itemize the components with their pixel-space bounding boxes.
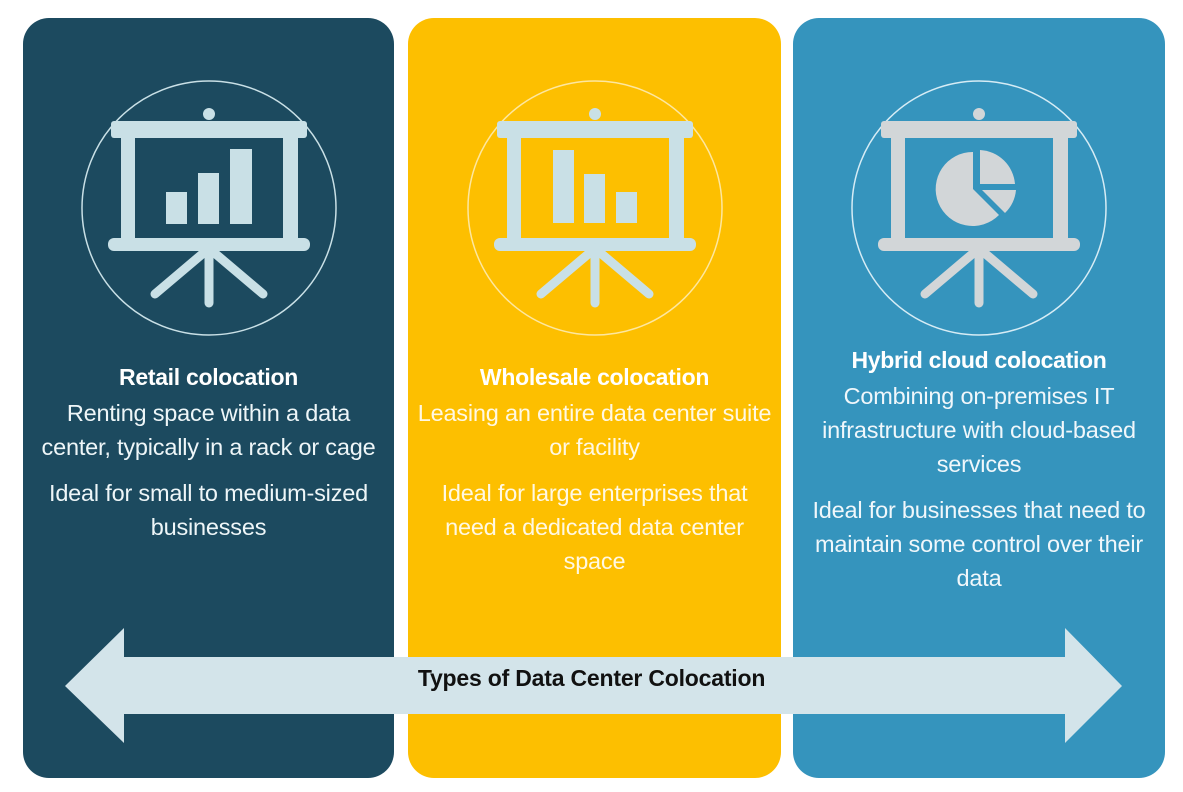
- hybrid-text-block: Hybrid cloud colocation Combining on-pre…: [793, 345, 1165, 607]
- card-ideal-for: Ideal for large enterprises that need a …: [441, 480, 748, 574]
- card-description: Leasing an entire data center suite or f…: [417, 400, 772, 460]
- card-ideal-for: Ideal for small to medium-sized business…: [48, 480, 368, 540]
- wholesale-text-block: Wholesale colocation Leasing an entire d…: [408, 362, 781, 590]
- card-title: Wholesale colocation: [479, 364, 710, 390]
- card-hybrid-cloud-colocation: Hybrid cloud colocation Combining on-pre…: [793, 18, 1165, 778]
- card-description: Combining on-premises IT infrastructure …: [822, 383, 1136, 477]
- card-wholesale-colocation: Wholesale colocation Leasing an entire d…: [408, 18, 781, 778]
- presentation-pie-chart-icon: [849, 78, 1109, 338]
- card-title: Hybrid cloud colocation: [851, 347, 1107, 373]
- card-description: Renting space within a data center, typi…: [41, 400, 376, 460]
- retail-text-block: Retail colocation Renting space within a…: [23, 362, 394, 556]
- card-retail-colocation: Retail colocation Renting space within a…: [23, 18, 394, 778]
- card-title: Retail colocation: [119, 364, 298, 390]
- arrow-label: Types of Data Center Colocation: [417, 665, 766, 691]
- card-ideal-for: Ideal for businesses that need to mainta…: [812, 497, 1146, 591]
- presentation-bar-chart-descending-icon: [465, 78, 725, 338]
- presentation-bar-chart-ascending-icon: [79, 78, 339, 338]
